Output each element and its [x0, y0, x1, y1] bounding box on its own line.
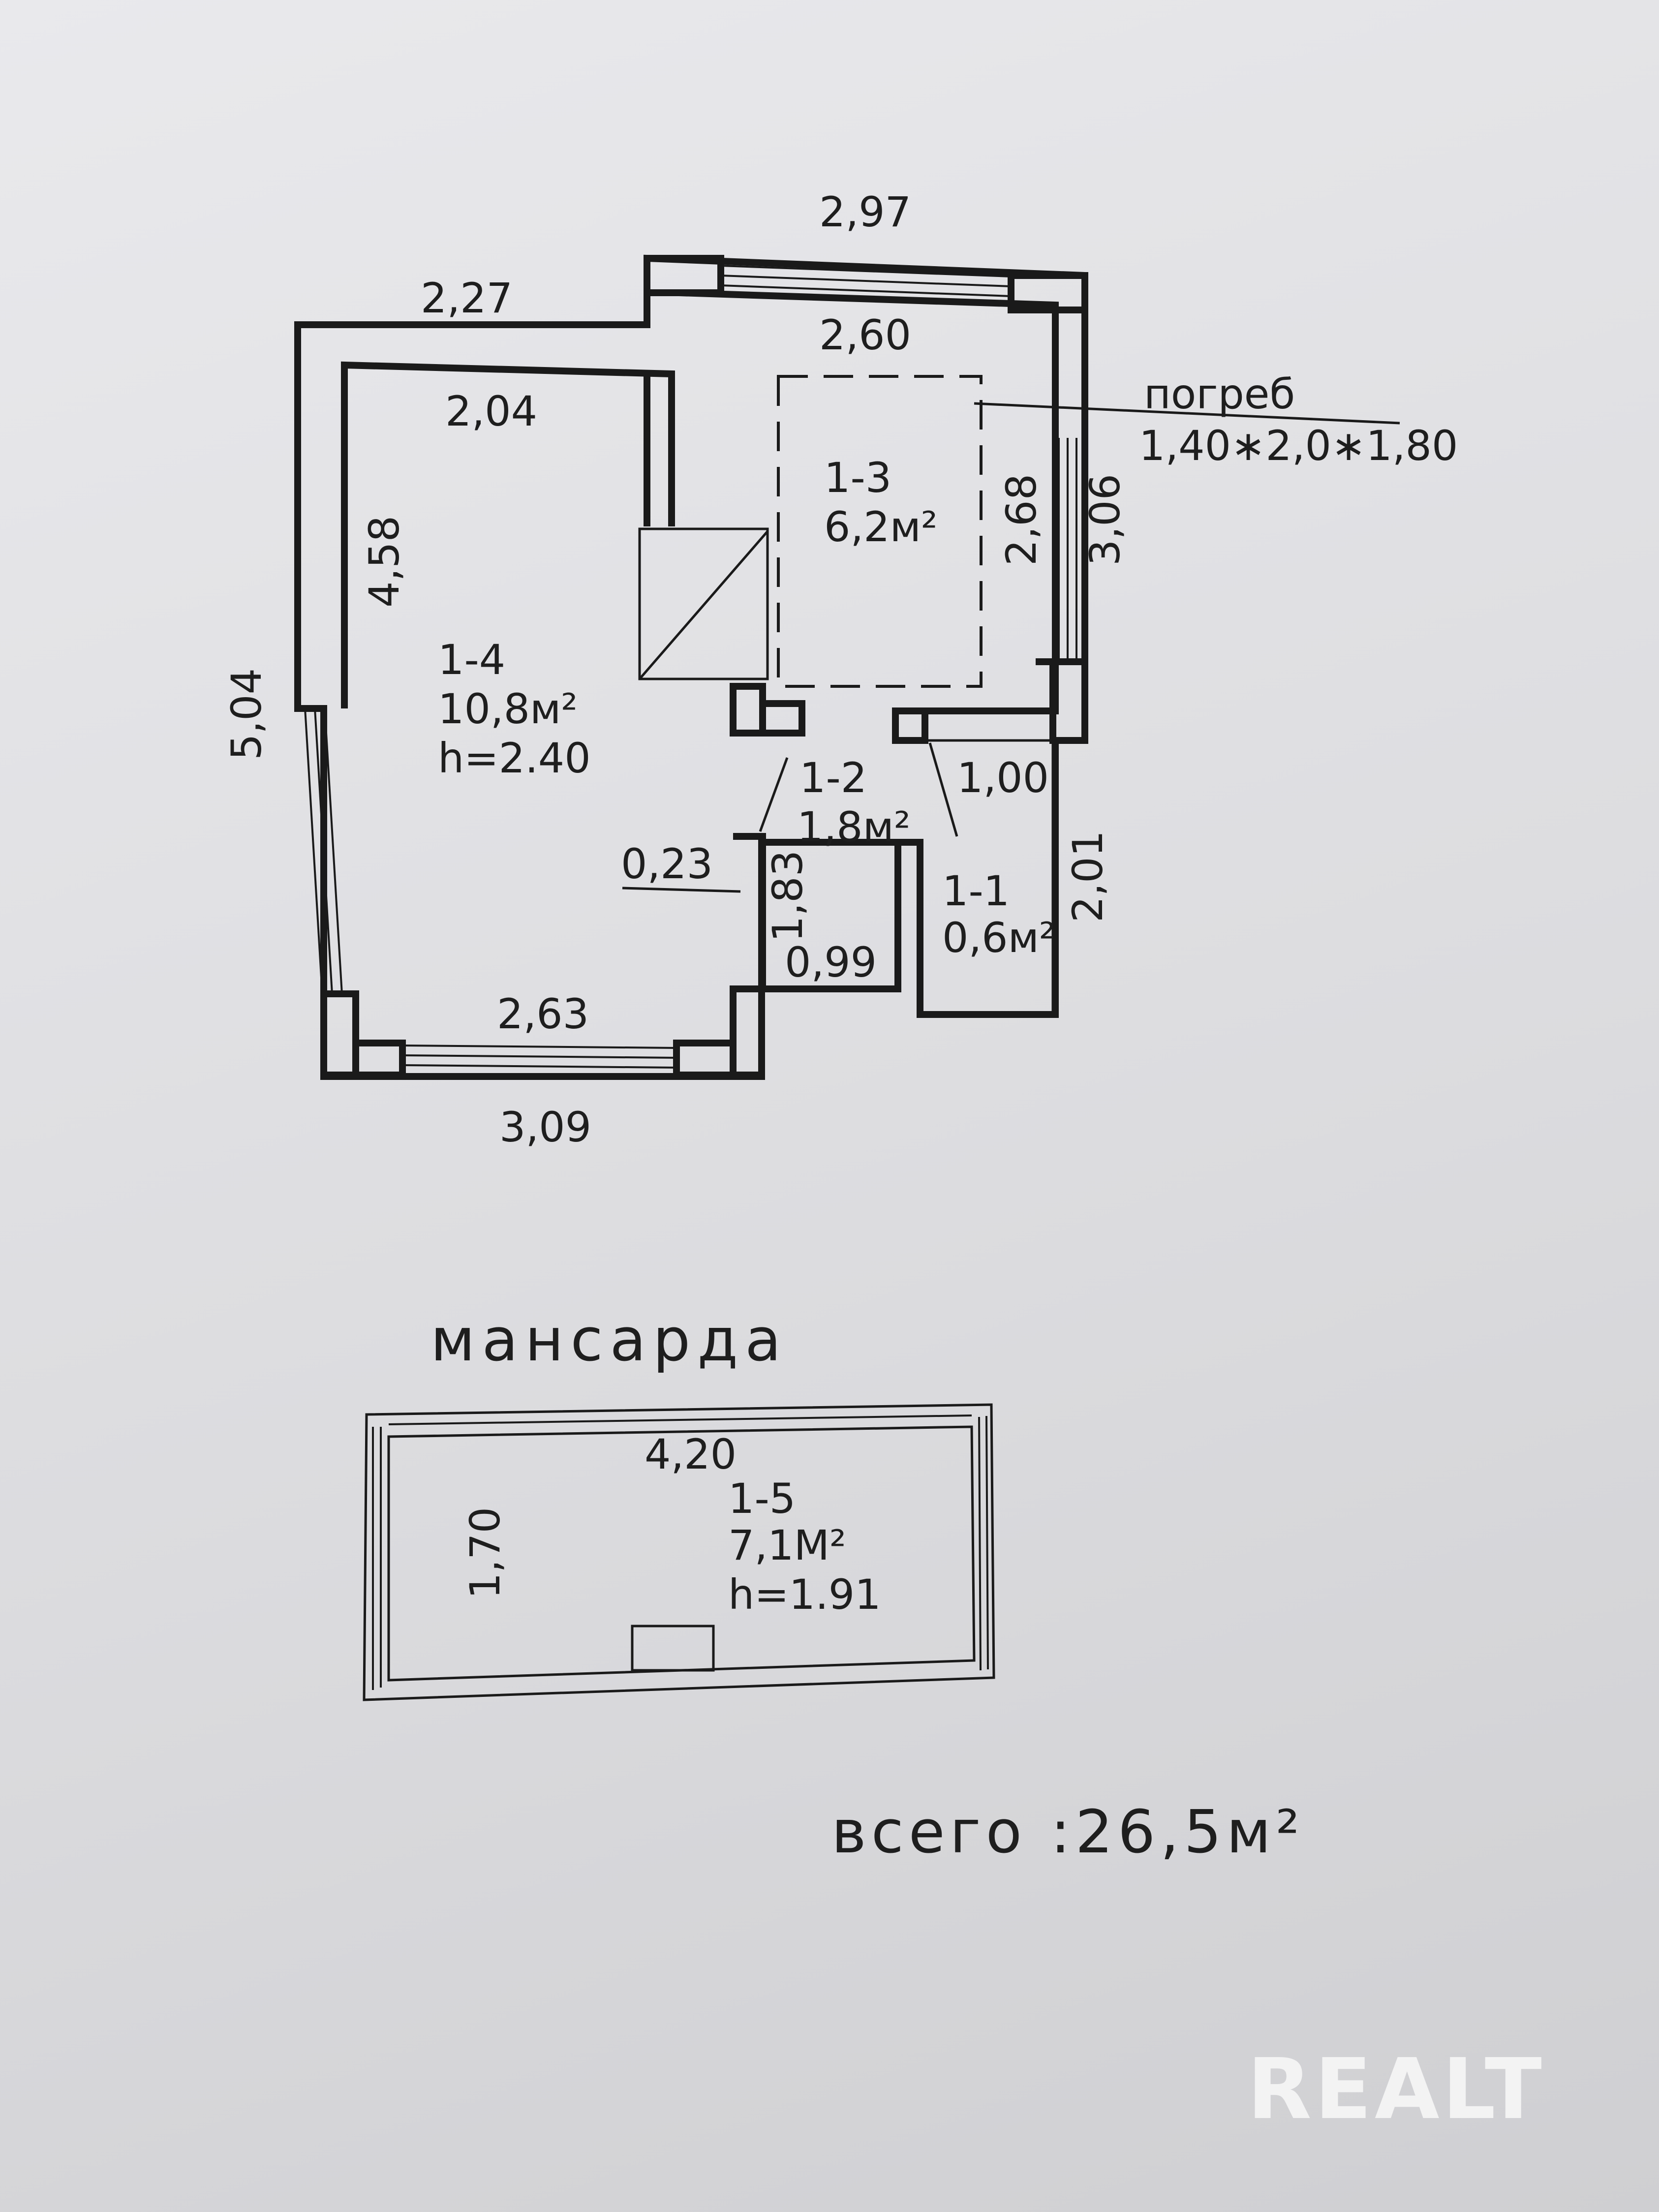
- room-1-5-id: 1-5: [728, 1475, 796, 1523]
- cellar-size: 1,40∗2,0∗1,80: [1139, 422, 1458, 470]
- dim-left-room-top: 2,04: [445, 387, 537, 435]
- room-1-1-area: 0,6м²: [942, 914, 1056, 962]
- dim-bottom-inner: 2,63: [497, 990, 589, 1038]
- ground-floor-windows: [304, 265, 1077, 1069]
- dim-cellar-height: 2,68: [997, 474, 1045, 566]
- cellar-label: погреб: [1144, 370, 1295, 418]
- room-labels: 1-3 6,2м² 1-4 10,8м² h=2.40 1-2 1,8м² 1-…: [438, 454, 1056, 962]
- dim-bottom-outer: 3,09: [499, 1103, 591, 1151]
- total-area: всего :26,5м²: [831, 1798, 1304, 1867]
- vestibule-lines: [759, 738, 1054, 1017]
- dim-entry-width: 1,00: [957, 754, 1049, 802]
- cellar-outline: [777, 375, 983, 688]
- room-1-4-height: h=2.40: [438, 734, 591, 782]
- room-1-4-id: 1-4: [438, 636, 505, 684]
- attic-title: мансарда: [430, 1306, 788, 1375]
- dim-vestibule-right: 2,01: [1064, 830, 1112, 922]
- dim-top-inner: 2,60: [819, 311, 911, 359]
- room-1-3-area: 6,2м²: [824, 503, 938, 551]
- dimension-labels: 2,97 2,27 2,60 2,04 4,58 5,04 2,68 3,06 …: [222, 188, 1129, 1151]
- ground-floor-walls: [294, 254, 1088, 1080]
- attic-width: 4,20: [645, 1430, 737, 1478]
- staircase: [638, 527, 769, 680]
- dim-left-outer: 5,04: [222, 668, 271, 760]
- attic-depth: 1,70: [461, 1507, 509, 1599]
- dim-wall-thickness: 0,23: [621, 840, 713, 888]
- room-1-5-height: h=1.91: [728, 1570, 881, 1619]
- attic-hatch: [631, 1625, 715, 1672]
- dim-hall-width: 0,99: [785, 938, 877, 986]
- dim-right-outer: 3,06: [1081, 474, 1129, 566]
- attic-plan: мансарда 4,20 1,70 1-5 7,1М² h=1.91: [363, 1306, 995, 1701]
- dim-top-outer: 2,97: [819, 188, 911, 236]
- dim-hall-height: 1,83: [764, 850, 812, 942]
- realt-watermark: REALT: [1247, 2041, 1545, 2138]
- room-1-5-area: 7,1М²: [728, 1521, 846, 1569]
- dim-top-left-outer: 2,27: [421, 274, 513, 322]
- room-1-3-id: 1-3: [824, 454, 891, 502]
- room-1-2-area: 1,8м²: [797, 803, 911, 851]
- room-1-2-id: 1-2: [799, 754, 867, 802]
- dim-left-inner: 4,58: [360, 516, 408, 608]
- cellar-annotation: погреб 1,40∗2,0∗1,80: [1139, 370, 1458, 470]
- room-1-4-area: 10,8м²: [438, 685, 578, 733]
- room-1-1-id: 1-1: [942, 867, 1010, 915]
- leader-lines: [622, 402, 1400, 893]
